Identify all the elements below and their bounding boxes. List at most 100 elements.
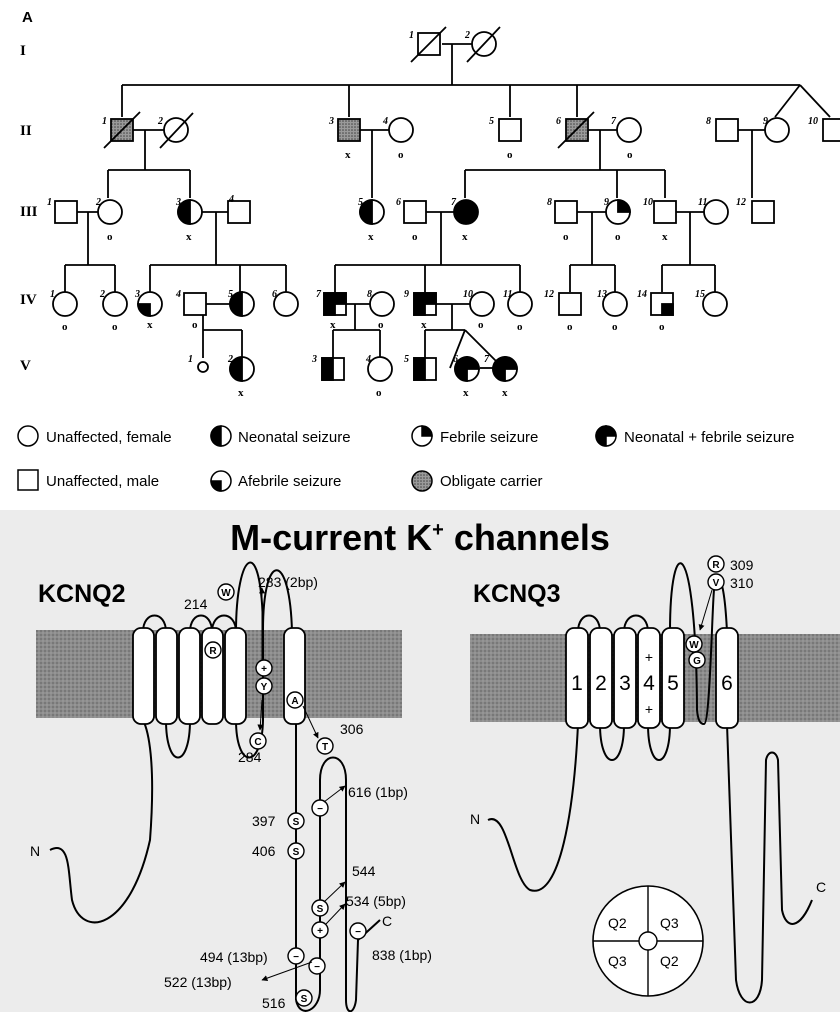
individual-number: 15 xyxy=(695,289,705,300)
individual-number: 10 xyxy=(463,289,473,300)
individual-II-7 xyxy=(617,118,641,142)
tetramer-diagram: Q2 Q3 Q3 Q2 xyxy=(593,886,703,996)
genotype-untested: o xyxy=(627,149,633,161)
individual-III-9 xyxy=(606,200,630,224)
kcnq3-c-terminus: C xyxy=(816,879,826,895)
generation-label: III xyxy=(20,204,38,220)
legend-unaffected-male-symbol xyxy=(18,470,38,490)
individual-IV-7 xyxy=(324,293,346,315)
individual-number: 1 xyxy=(47,197,52,208)
mutation-397: 397 xyxy=(252,813,276,829)
residue-letter: C xyxy=(254,737,261,748)
individual-IV-9 xyxy=(414,293,436,315)
individual-number: 7 xyxy=(316,289,322,300)
individual-number: 12 xyxy=(544,289,554,300)
kcnq2-c-terminus: C xyxy=(382,913,392,929)
mutation-306: 306 xyxy=(340,721,364,737)
genotype-tested: x xyxy=(330,319,336,331)
mutation-616: 616 (1bp) xyxy=(348,784,408,800)
genotype-untested: o xyxy=(615,231,621,243)
residue-letter: A xyxy=(291,696,298,707)
mutation-494: 494 (13bp) xyxy=(200,949,268,965)
genotype-tested: x xyxy=(186,231,192,243)
genotype-untested: o xyxy=(612,321,618,333)
individual-number: 3 xyxy=(328,116,334,127)
individual-V-7 xyxy=(493,357,517,381)
individual-number: 10 xyxy=(643,197,653,208)
genotype-untested: o xyxy=(112,321,118,333)
tetramer-q3-bottom-left: Q3 xyxy=(608,953,627,969)
individual-number: 7 xyxy=(611,116,617,127)
legend-afebrile: Afebrile seizure xyxy=(238,473,341,490)
residue-letter: S xyxy=(301,994,308,1005)
kcnq2-s1 xyxy=(133,628,154,724)
residue-letter: R xyxy=(712,560,720,571)
residue-letter: G xyxy=(693,656,701,667)
genotype-tested: x xyxy=(421,319,427,331)
legend-unaffected-female-symbol xyxy=(18,426,38,446)
individual-IV-14 xyxy=(651,293,673,315)
genotype-markers: x o o o o x x o x o o x o o x o x o x o … xyxy=(62,149,668,399)
mutation-516: 516 xyxy=(262,995,286,1011)
individual-III-11 xyxy=(704,200,728,224)
mutation-310: 310 xyxy=(730,575,754,591)
individual-number: 9 xyxy=(404,289,409,300)
individual-III-12 xyxy=(752,201,774,223)
genotype-untested: o xyxy=(412,231,418,243)
generation-label: V xyxy=(20,358,31,374)
genotype-tested: x xyxy=(147,319,153,331)
genotype-untested: o xyxy=(517,321,523,333)
residue-letter: Y xyxy=(261,682,268,693)
individual-II-2 xyxy=(160,113,193,148)
individual-III-2 xyxy=(98,200,122,224)
legend-neonatal-febrile: Neonatal + febrile seizure xyxy=(624,429,795,446)
residue-letter: − xyxy=(314,962,320,973)
pedigree-panel: A I II III IV V xyxy=(0,0,840,510)
legend-obligate: Obligate carrier xyxy=(440,473,543,490)
individual-number: 14 xyxy=(637,289,647,300)
kcnq2-s3 xyxy=(179,628,200,724)
mutation-283: 283 (2bp) xyxy=(258,574,318,590)
individual-II-3 xyxy=(338,119,360,141)
individual-II-5 xyxy=(499,119,521,141)
individual-IV-4 xyxy=(184,293,206,315)
individual-V-2 xyxy=(230,357,254,381)
panel-label: A xyxy=(22,9,33,26)
individual-V-3 xyxy=(322,358,344,380)
individual-number: 6 xyxy=(556,116,561,127)
individual-II-9 xyxy=(765,118,789,142)
individual-II-4 xyxy=(389,118,413,142)
genotype-untested: o xyxy=(659,321,665,333)
individual-IV-1 xyxy=(53,292,77,316)
channel-panel: M-current K+ channels KCNQ2 KCNQ3 xyxy=(0,510,840,1012)
residue-letter: R xyxy=(209,646,217,657)
individual-V-6 xyxy=(455,357,479,381)
individual-V-5 xyxy=(414,358,436,380)
pedigree-individuals xyxy=(53,27,840,381)
individual-IV-6 xyxy=(274,292,298,316)
kcnq2-label: KCNQ2 xyxy=(38,580,126,608)
genotype-untested: o xyxy=(62,321,68,333)
s4-charge-plus: + xyxy=(645,649,653,665)
individual-number: 1 xyxy=(50,289,55,300)
individual-number: 3 xyxy=(311,354,317,365)
individual-IV-3 xyxy=(138,292,162,316)
individual-number: 11 xyxy=(698,197,707,208)
individual-V-1 xyxy=(198,362,208,372)
legend-unaffected-male: Unaffected, male xyxy=(46,473,159,490)
individual-number: 2 xyxy=(95,197,101,208)
residue-letter: − xyxy=(355,927,361,938)
genotype-untested: o xyxy=(192,319,198,331)
individual-number: 2 xyxy=(99,289,105,300)
individual-number: 11 xyxy=(503,289,512,300)
kcnq2-n-terminus: N xyxy=(30,843,40,859)
individual-number: 5 xyxy=(358,197,363,208)
individual-number: 1 xyxy=(409,30,414,41)
residue-letter: − xyxy=(317,804,323,815)
mutation-522: 522 (13bp) xyxy=(164,974,232,990)
individual-number: 9 xyxy=(604,197,609,208)
kcnq2-s5 xyxy=(225,628,246,724)
individual-III-1 xyxy=(55,201,77,223)
individual-number: 3 xyxy=(175,197,181,208)
